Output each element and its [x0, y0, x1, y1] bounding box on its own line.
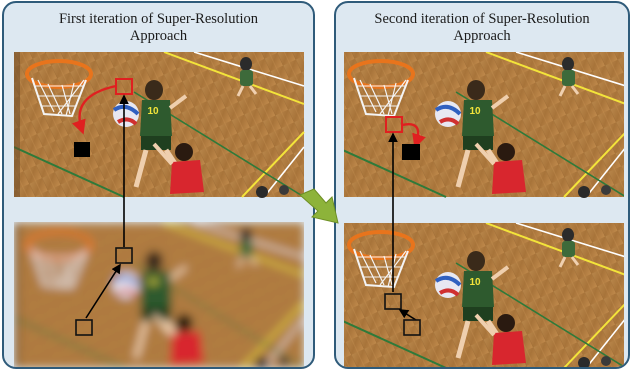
first-iteration-panel: First iteration of Super-Resolution Appr… [2, 1, 315, 369]
red-curved-arrow [401, 123, 426, 149]
blurred-low-resolution-frame [14, 223, 304, 368]
black-filled-block [402, 144, 420, 160]
black-patch-lower [403, 319, 421, 336]
second-iteration-panel: Second iteration of Super-Resolution App… [334, 1, 630, 369]
black-filled-block [74, 142, 90, 157]
red-curved-arrow [72, 84, 117, 135]
second-pass-frame [344, 223, 624, 368]
diagonal-connector-arrow [398, 309, 417, 321]
black-patch-upper [115, 247, 133, 264]
first-iteration-images [14, 52, 306, 368]
high-resolution-frame [14, 52, 304, 198]
transition-arrow [299, 188, 339, 224]
black-patch-lower [75, 319, 93, 336]
black-patch-upper [384, 293, 402, 310]
second-iteration-title: Second iteration of Super-Resolution App… [374, 11, 590, 44]
first-iteration-title: First iteration of Super-Resolution Appr… [58, 11, 259, 44]
diagonal-connector-arrow [85, 263, 121, 319]
second-iteration-images [344, 52, 624, 368]
